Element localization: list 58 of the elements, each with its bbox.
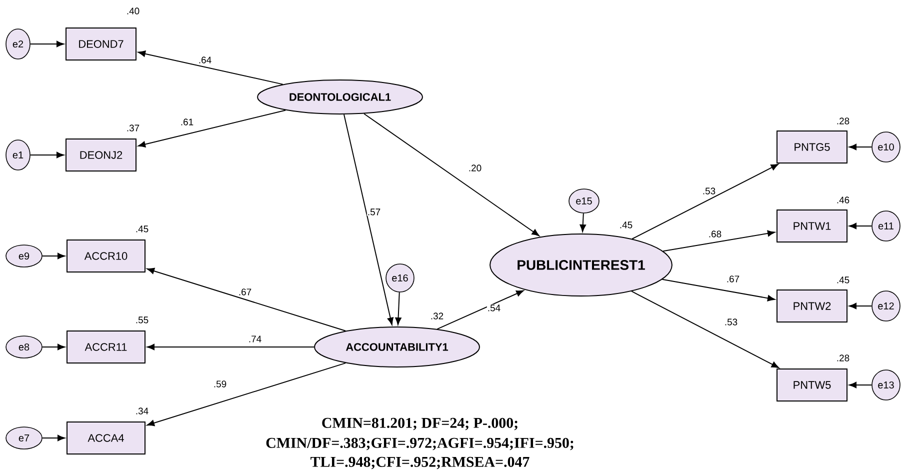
arrow [632, 164, 778, 240]
arrow [42, 344, 66, 350]
indicator-box: PNTW2 [776, 290, 848, 322]
indicator-box: PNTG5 [776, 130, 848, 164]
arrow [30, 152, 64, 158]
indicator-box: PNTW1 [776, 210, 848, 242]
r-squared-value: .37 [127, 124, 140, 132]
arrow [344, 114, 394, 326]
edge-label: .64 [198, 56, 212, 64]
edge-label: .57 [366, 208, 382, 216]
arrow [662, 278, 776, 302]
r-squared-value: .32 [431, 312, 444, 320]
arrow [146, 268, 346, 332]
arrow [580, 212, 586, 232]
r-squared-value: .28 [837, 118, 850, 124]
arrow [662, 230, 776, 252]
arrow [138, 110, 286, 148]
indicator-box: DEONJ2 [66, 138, 136, 172]
edge-label: .53 [724, 318, 738, 326]
arrow [364, 113, 540, 236]
edge-label: .68 [708, 230, 722, 238]
r-squared-value: .46 [837, 196, 850, 204]
r-squared-value: .45 [620, 222, 632, 228]
arrow [848, 222, 872, 230]
edge-label: .61 [180, 118, 194, 126]
edge-label: .54 [486, 304, 502, 312]
indicator-box: ACCR10 [66, 240, 146, 272]
edge-label: .53 [702, 187, 716, 195]
arrow [848, 382, 872, 388]
arrow [146, 362, 346, 426]
arrow [848, 302, 872, 310]
r-squared-value: .28 [837, 354, 850, 362]
r-squared-value: .34 [136, 408, 148, 414]
r-squared-value: .40 [127, 8, 140, 14]
arrow [42, 252, 66, 260]
edge-label: .67 [726, 275, 740, 283]
arrow [30, 40, 64, 48]
edge-label: .59 [212, 380, 228, 388]
arrow [147, 344, 314, 350]
indicator-box: PNTW5 [776, 368, 848, 402]
edge-label: .67 [238, 288, 252, 296]
arrow [42, 434, 66, 442]
indicator-box: ACCA4 [66, 422, 146, 454]
r-squared-value: .55 [136, 316, 148, 324]
r-squared-value: .45 [136, 226, 148, 232]
fit-statistics: CMIN=81.201; DF=24; P-.000; [322, 418, 518, 430]
arrow [395, 292, 402, 325]
arrow [848, 144, 872, 150]
arrow [631, 290, 779, 368]
edge-label: .74 [248, 335, 262, 343]
arrow [436, 290, 524, 330]
fit-statistics: CMIN/DF=.383;GFI=.972;AGFI=.954;IFI=.950; [266, 438, 574, 450]
indicator-box: ACCR11 [66, 330, 146, 364]
indicator-box: DEOND7 [66, 28, 136, 60]
fit-statistics: TLI=.948;CFI=.952;RMSEA=.047 [310, 456, 530, 470]
arrow [138, 50, 284, 85]
r-squared-value: .45 [837, 276, 850, 284]
edge-label: .20 [468, 164, 482, 172]
